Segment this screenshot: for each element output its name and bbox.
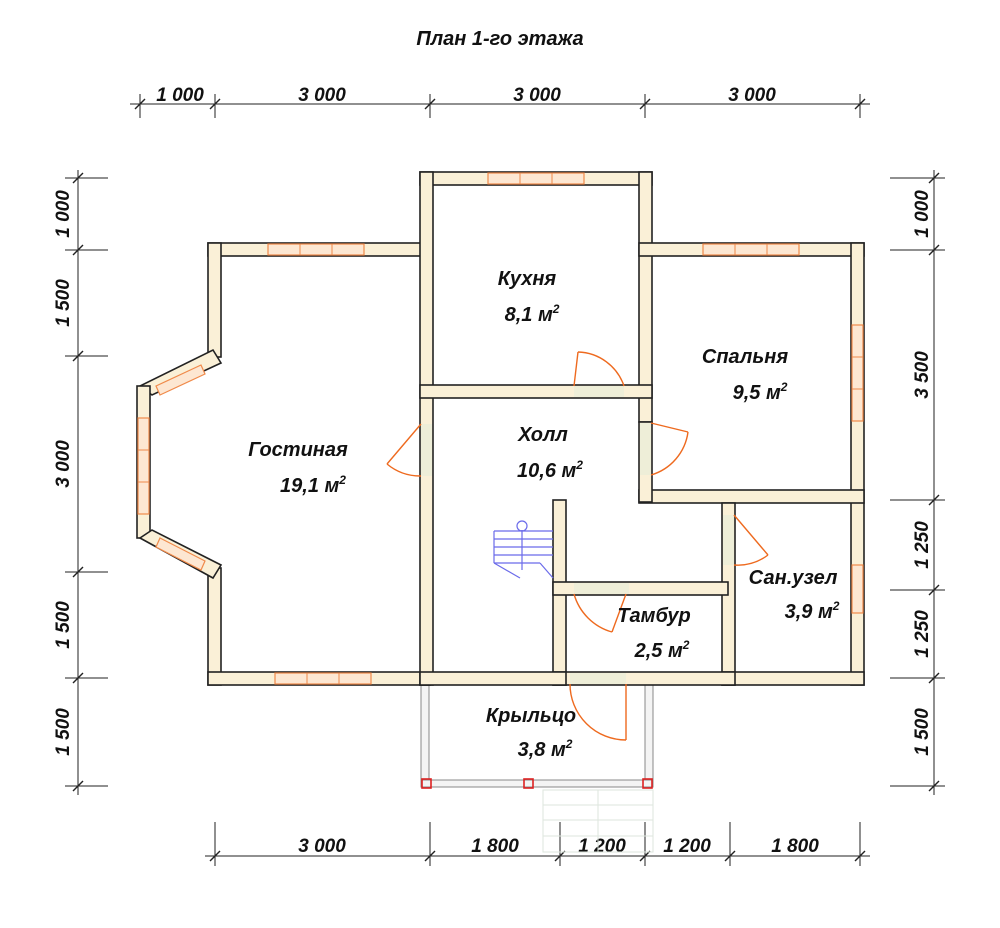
room-area: 8,1 м [505,304,553,326]
svg-text:10,6 м2: 10,6 м2 [517,458,583,482]
dim-bottom-4: 1 200 [663,836,711,857]
room-label-kitchen: Кухня 8,1 м2 [498,268,560,326]
room-name: Сан.узел [749,567,838,589]
room-label-hall: Холл 10,6 м2 [517,424,583,482]
room-area: 3,9 м [785,601,833,623]
dim-right-4: 1 250 [912,610,933,658]
porch-post [523,778,534,789]
window [155,364,206,396]
porch-steps [542,789,654,853]
doors [386,351,769,741]
area-unit-superscript: 2 [565,737,573,751]
window [274,672,372,685]
door-leaf [386,423,422,465]
stairs-icon [493,520,554,579]
bottom-dimension-line: 3 000 1 800 1 200 1 200 1 800 [205,822,870,866]
dim-left-4: 1 500 [53,601,74,649]
dim-top-3: 3 000 [513,85,561,106]
area-unit-superscript: 2 [338,473,346,487]
dim-bottom-1: 3 000 [298,836,346,857]
dim-top-4: 3 000 [728,85,776,106]
window [155,537,206,571]
windows [137,172,864,685]
room-name: Крыльцо [486,705,576,727]
area-unit-superscript: 2 [832,599,840,613]
dim-left-2: 1 500 [53,279,74,327]
porch-post [421,778,432,789]
dim-right-2: 3 500 [912,351,933,399]
window [851,324,864,422]
area-unit-superscript: 2 [575,458,583,472]
dim-bottom-3: 1 200 [578,836,626,857]
dim-top-2: 3 000 [298,85,346,106]
dim-right-1: 1 000 [912,190,933,238]
room-label-bathroom: Сан.узел 3,9 м2 [749,567,840,623]
room-label-bedroom: Спальня 9,5 м2 [702,346,788,404]
room-area: 19,1 м [280,475,339,497]
dim-bottom-2: 1 800 [471,836,519,857]
dim-right-5: 1 500 [912,708,933,756]
svg-text:19,1 м2: 19,1 м2 [280,473,346,497]
dim-bottom-5: 1 800 [771,836,819,857]
left-dimension-line: 1 000 1 500 3 000 1 500 1 500 [53,170,108,795]
room-area: 10,6 м [517,460,576,482]
svg-text:3,9 м2: 3,9 м2 [785,599,840,623]
window [137,417,150,515]
dim-left-1: 1 000 [53,190,74,238]
dim-left-3: 3 000 [53,440,74,488]
svg-text:8,1 м2: 8,1 м2 [505,302,560,326]
room-area: 3,8 м [518,739,566,761]
svg-text:2,5 м2: 2,5 м2 [634,638,690,662]
dim-left-5: 1 500 [53,708,74,756]
window [267,243,365,256]
area-unit-superscript: 2 [780,380,788,394]
room-label-vestibule: Тамбур 2,5 м2 [617,605,690,662]
room-area: 2,5 м [634,640,683,662]
right-dimension-line: 1 000 3 500 1 250 1 250 1 500 [890,170,945,795]
room-name: Гостиная [248,439,348,461]
dim-top-1: 1 000 [156,85,204,106]
room-name: Тамбур [617,605,690,627]
porch-outline [420,677,654,789]
room-label-porch: Крыльцо 3,8 м2 [486,705,576,761]
area-unit-superscript: 2 [552,302,560,316]
room-area: 9,5 м [733,382,781,404]
window [702,243,800,256]
room-label-living-room: Гостиная 19,1 м2 [248,439,348,497]
svg-text:3,8 м2: 3,8 м2 [518,737,573,761]
top-dimension-line: 1 000 3 000 3 000 3 000 [130,85,870,118]
svg-text:9,5 м2: 9,5 м2 [733,380,788,404]
door-openings [421,386,734,684]
room-name: Спальня [702,346,788,368]
porch-post [642,778,653,789]
window [487,172,585,185]
area-unit-superscript: 2 [682,638,690,652]
dim-right-3: 1 250 [912,521,933,569]
room-name: Кухня [498,268,557,290]
window [851,564,864,614]
room-name: Холл [517,424,568,446]
plan-title: План 1-го этажа [416,28,583,50]
